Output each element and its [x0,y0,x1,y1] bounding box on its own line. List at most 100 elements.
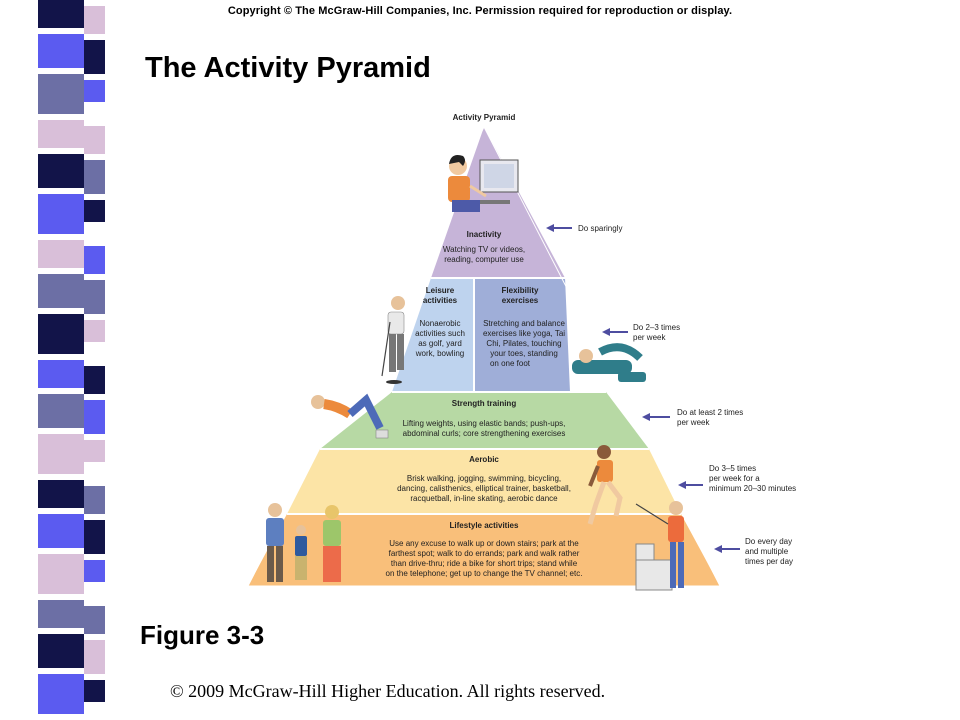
stair-climber-illustration [635,501,684,591]
stripe-block [38,434,84,474]
note-every-day: Do every day [745,537,792,546]
stripe-block [84,280,105,314]
stripe-block [38,554,84,594]
stripe-block [38,34,84,68]
family-walking-illustration [266,503,341,582]
stripe-block [84,6,105,34]
layer-flexibility [474,278,570,392]
inactivity-title: Inactivity [467,230,502,239]
stripe-block [84,640,105,674]
note-three-five: Do 3–5 times [709,464,756,473]
flexibility-title: exercises [502,296,539,305]
layer-aerobic [287,449,681,514]
aerobic-line: Brisk walking, jogging, swimming, bicycl… [407,474,561,483]
lifestyle-line: Use any excuse to walk up or down stairs… [389,539,579,548]
aerobic-title: Aerobic [469,455,499,464]
decorative-stripe-bar [0,0,105,720]
sit-up-person-illustration [311,393,389,439]
stripe-block [84,320,105,342]
stripe-block [38,274,84,308]
layer-lifestyle [248,514,720,586]
stripe-block [38,240,84,268]
stripe-block [38,600,84,628]
figure-label: Figure 3-3 [140,620,265,650]
stripe-block [38,394,84,428]
lifestyle-line: on the telephone; get up to change the T… [386,569,583,578]
stripe-block [84,560,105,582]
arrow-icon [602,328,628,336]
stripe-block [84,520,105,554]
note-every-day: times per day [745,557,793,566]
aerobic-line: dancing, calisthenics, elliptical traine… [397,484,571,493]
stripe-block [84,126,105,154]
note-every-day: and multiple [745,547,789,556]
leisure-line: activities such [415,329,465,338]
stripe-block [84,246,105,274]
leisure-title: Leisure [426,286,455,295]
stripe-block [38,674,84,714]
flexibility-line: Chi, Pilates, touching [486,339,561,348]
note-two-three: per week [633,333,666,342]
flexibility-title: Flexibility [502,286,539,295]
arrow-icon [714,545,740,553]
arrow-icon [678,481,703,489]
lifestyle-line: farthest spot; walk to do errands; park … [389,549,580,558]
stripe-margin [0,0,38,720]
note-two-three: Do 2–3 times [633,323,680,332]
strength-title: Strength training [452,399,517,408]
stripe-block [84,606,105,634]
stripe-block [38,634,84,668]
strength-line: Lifting weights, using elastic bands; pu… [403,419,566,428]
leisure-line: Nonaerobic [420,319,461,328]
pyramid-heading: Activity Pyramid [453,113,516,122]
strength-line: abdominal curls; core strengthening exer… [403,429,566,438]
leisure-line: work, bowling [415,349,464,358]
stripe-block [38,74,84,114]
stripe-block [38,120,84,148]
footer-copyright: © 2009 McGraw-Hill Higher Education. All… [170,681,606,701]
note-at-least-two: Do at least 2 times [677,408,743,417]
stripe-block [38,194,84,234]
lifestyle-title: Lifestyle activities [450,521,519,530]
leisure-line: as golf, yard [418,339,462,348]
note-three-five: per week for a [709,474,760,483]
flexibility-line: exercises like yoga, Tai [483,329,565,338]
aerobic-line: racquetball, in-line skating, aerobic da… [410,494,558,503]
arrow-icon [642,413,670,421]
copyright-notice: Copyright © The McGraw-Hill Companies, I… [227,5,733,17]
stripe-block [84,80,105,102]
flexibility-line: on one foot [490,359,531,368]
layer-strength [320,392,649,449]
stripe-block [38,480,84,508]
note-three-five: minimum 20–30 minutes [709,484,796,493]
stripe-block [38,0,84,28]
note-sparingly: Do sparingly [578,224,622,233]
golfer-illustration [381,296,405,384]
stripe-block [84,160,105,194]
stripe-block [38,154,84,188]
stripe-block [84,680,105,702]
slide-title: The Activity Pyramid [145,52,431,84]
stripe-block [84,440,105,462]
inactivity-line: reading, computer use [444,255,524,264]
stripe-block [84,40,105,74]
stretching-person-illustration [572,343,646,382]
inactivity-line: Watching TV or videos, [443,245,525,254]
arrow-icon [546,224,572,232]
stripe-block [38,360,84,388]
computer-user-illustration [448,155,519,212]
layer-leisure [392,278,474,392]
stripe-block [84,486,105,514]
stripe-block [84,200,105,222]
stripe-block [84,400,105,434]
flexibility-line: your toes, standing [490,349,558,358]
note-at-least-two: per week [677,418,710,427]
lifestyle-line: than drive-thru; ride a bike for short t… [391,559,578,568]
runner-illustration [587,445,623,525]
leisure-title: activities [423,296,458,305]
stripe-block [38,514,84,548]
stripe-block [84,366,105,394]
flexibility-line: Stretching and balance [483,319,565,328]
stripe-block [38,314,84,354]
